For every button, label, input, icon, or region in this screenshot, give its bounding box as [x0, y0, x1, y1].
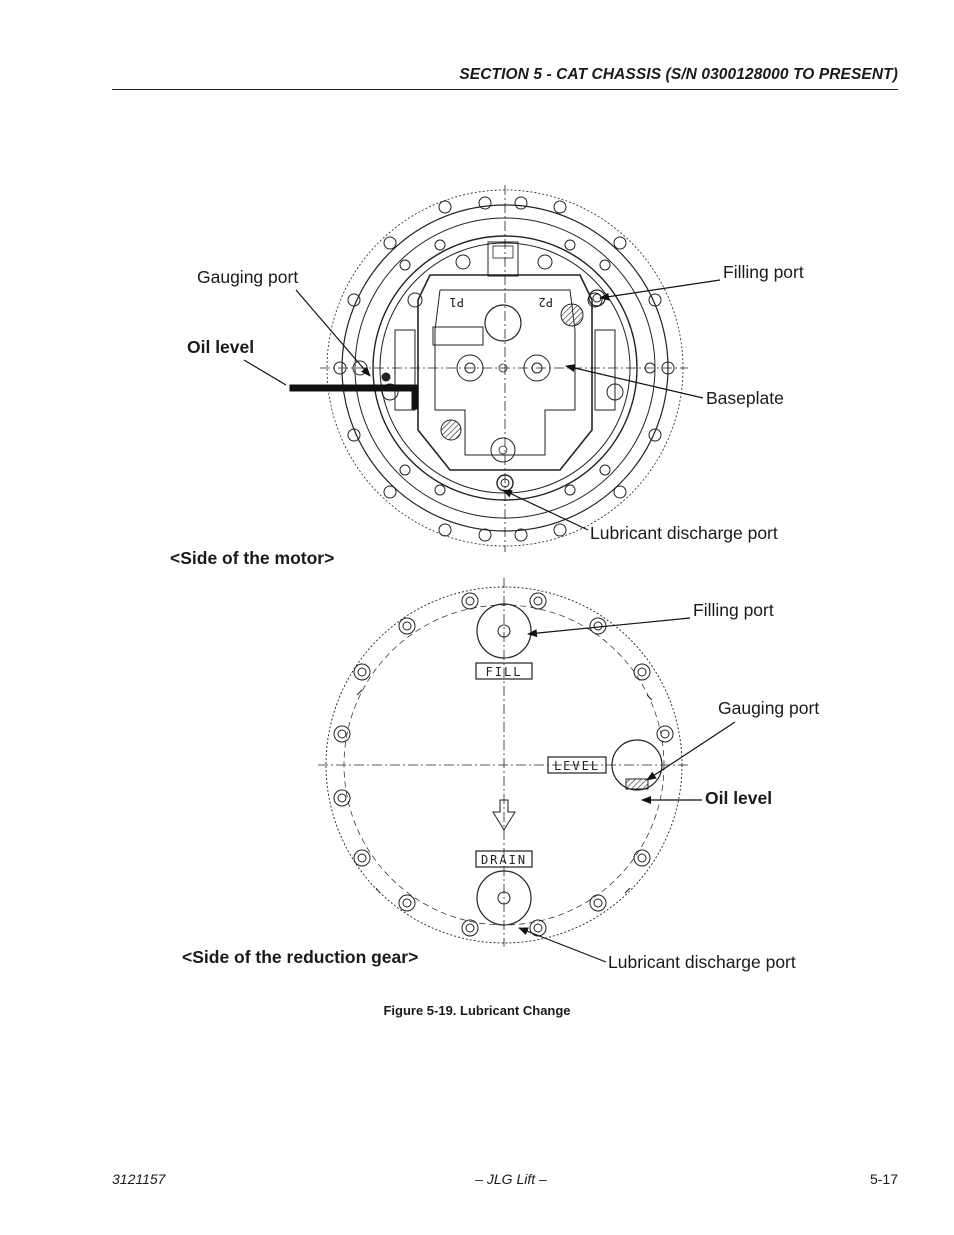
footer-page-number: 5-17 [869, 1171, 898, 1187]
footer-doc-number: 3121157 [112, 1171, 166, 1187]
gear-lubricant-discharge-label: Lubricant discharge port [608, 952, 796, 972]
motor-oil-level-label: Oil level [187, 337, 255, 357]
mark-fill: FILL [486, 665, 523, 679]
reduction-gear-view [318, 578, 736, 963]
mark-p2: P2 [539, 295, 553, 309]
gear-oil-level-label: Oil level [705, 788, 773, 808]
mark-level: LEVEL [554, 759, 600, 773]
motor-baseplate-label: Baseplate [706, 388, 784, 408]
motor-gauging-port-label: Gauging port [197, 267, 299, 287]
header-rule [112, 89, 898, 90]
gear-port-marks: FILL LEVEL DRAIN [481, 665, 600, 867]
motor-port-marks: P1 P2 [450, 295, 553, 309]
motor-side-view [243, 185, 721, 552]
gear-gauging-port-label: Gauging port [718, 698, 820, 718]
gear-filling-port-label: Filling port [693, 600, 774, 620]
motor-side-title: <Side of the motor> [170, 548, 335, 568]
motor-filling-port-label: Filling port [723, 262, 804, 282]
motor-lubricant-discharge-label: Lubricant discharge port [590, 523, 778, 543]
section-header: SECTION 5 - CAT CHASSIS (S/N 0300128000 … [459, 66, 898, 83]
figure-caption: Figure 5-19. Lubricant Change [383, 1003, 571, 1018]
footer-publisher: – JLG Lift – [475, 1171, 547, 1187]
gear-side-title: <Side of the reduction gear> [182, 947, 419, 967]
mark-p1: P1 [450, 295, 464, 309]
mark-drain: DRAIN [481, 853, 527, 867]
